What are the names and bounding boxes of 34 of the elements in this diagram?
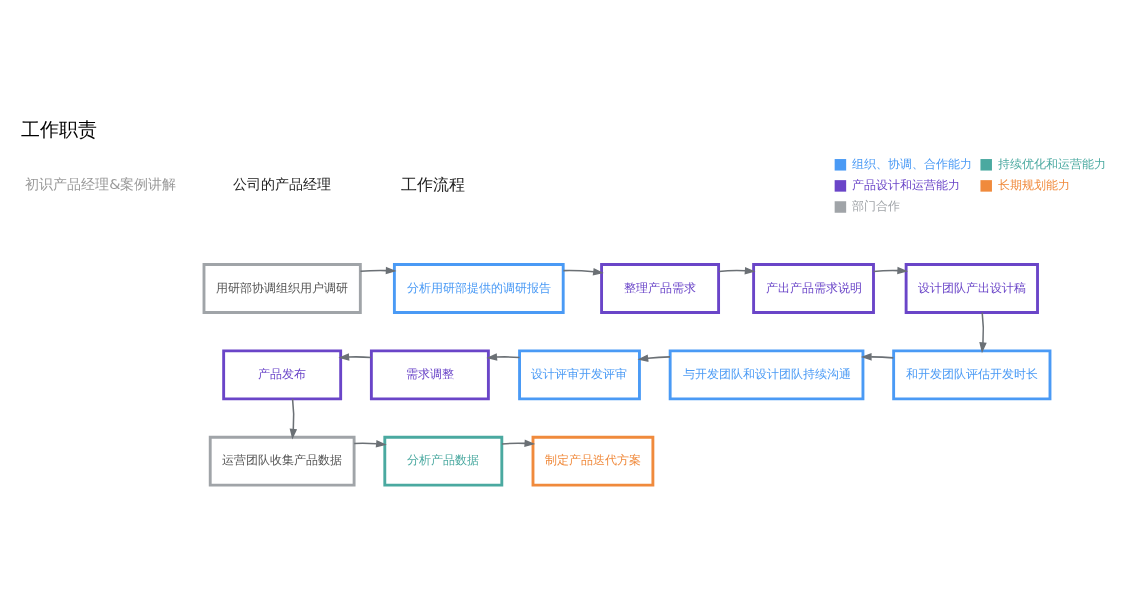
node-box: 分析用研部提供的调研报告	[392, 263, 565, 314]
arrow	[486, 353, 521, 361]
diagram-title: 工作职责	[21, 118, 98, 142]
arrow	[562, 268, 604, 276]
legend-label: 产品设计和运营能力	[851, 177, 960, 193]
node-box: 制定产品迭代方案	[531, 435, 655, 487]
arrow	[979, 311, 987, 354]
arrow	[338, 353, 372, 361]
node-box: 整理产品需求	[600, 263, 721, 314]
label: 工作流程	[400, 174, 465, 194]
label: 公司的产品经理	[233, 176, 332, 193]
node-box: 设计评审开发评审	[518, 349, 641, 401]
node-box: 产品发布	[222, 349, 343, 401]
label: 初识产品经理&案例讲解	[25, 176, 177, 193]
node-box: 和开发团队评估开发时长	[892, 349, 1052, 401]
node-box: 产出产品需求说明	[752, 263, 875, 314]
node-box: 需求调整	[369, 349, 490, 401]
arrow	[872, 266, 909, 275]
legend-label: 持续优化和运营能力	[997, 156, 1106, 172]
legend-label: 长期规划能力	[997, 177, 1070, 193]
arrow	[718, 266, 756, 275]
node-box: 运营团队收集产品数据	[208, 435, 356, 487]
node-box: 分析产品数据	[383, 435, 504, 487]
arrow	[860, 353, 895, 361]
arrow	[353, 439, 387, 448]
arrow	[637, 354, 671, 362]
arrow	[359, 266, 397, 275]
node-box: 用研部协调组织用户调研	[202, 263, 362, 314]
legend-label: 部门合作	[851, 198, 900, 214]
node-box: 设计团队产出设计稿	[904, 263, 1039, 314]
node-box: 与开发团队和设计团队持续沟通	[668, 349, 865, 401]
arrow	[501, 439, 536, 448]
legend-label: 组织、协调、合作能力	[851, 156, 972, 172]
arrow	[289, 398, 298, 440]
